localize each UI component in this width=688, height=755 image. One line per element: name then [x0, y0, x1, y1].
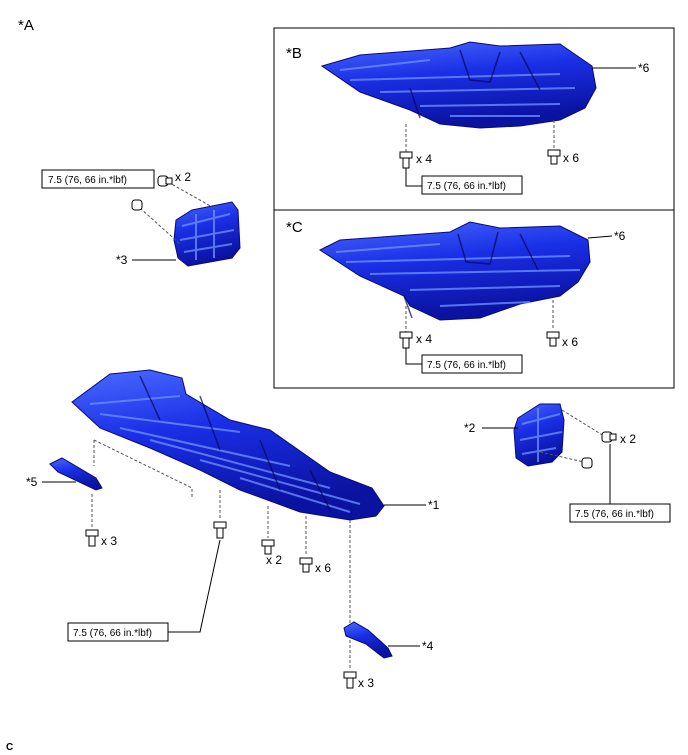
qty-center-bolts: x 6 [315, 561, 331, 575]
torque-text-c: 7.5 (76, 66 in.*lbf) [427, 360, 506, 371]
view-label-b: *B [286, 45, 302, 62]
leader-torque-1 [168, 539, 221, 633]
qty-left-bolts: x 3 [101, 534, 117, 548]
dash-2-bottom [539, 451, 585, 463]
torque-box-3 [41, 169, 155, 189]
dash-5-upper [93, 439, 193, 498]
part-2-liner [513, 403, 565, 467]
bolt-center-torque [213, 521, 227, 539]
clip-2-top [601, 431, 617, 443]
view-label-a: *A [18, 17, 34, 34]
torque-text-2: 7.5 (76, 66 in.*lbf) [575, 509, 654, 520]
qty-mid-bolts: x 2 [266, 553, 282, 567]
footer-code: C [6, 742, 13, 753]
leader-torque-c [405, 348, 422, 365]
clip-3-top [157, 175, 173, 187]
qty-upper-clip: x 2 [175, 170, 191, 184]
dash-3-left [139, 207, 181, 245]
qty-lower-bolts: x 3 [358, 676, 374, 690]
leader-6-c [587, 235, 613, 239]
part-5-bracket [49, 457, 103, 491]
torque-box-b [421, 175, 523, 195]
torque-text-3: 7.5 (76, 66 in.*lbf) [48, 175, 127, 186]
bolt-left [85, 529, 99, 547]
label-part-4: *4 [422, 639, 434, 653]
torque-box-1 [67, 622, 169, 642]
qty-c-right: x 6 [562, 335, 578, 349]
part-4-bracket [343, 621, 393, 659]
part-6-cover-b [320, 41, 597, 129]
part-1-cover [71, 369, 385, 521]
torque-text-b: 7.5 (76, 66 in.*lbf) [427, 181, 506, 192]
dash-2-top [561, 409, 605, 437]
qty-c-left: x 4 [416, 332, 432, 346]
torque-box-2 [569, 503, 671, 523]
bolt-b-right [547, 149, 561, 165]
view-label-c: *C [286, 219, 303, 236]
qty-right-clip: x 2 [620, 432, 636, 446]
part-6-cover-c [318, 221, 591, 321]
clip-2-bottom [581, 457, 593, 469]
bolt-c-right [546, 331, 560, 347]
label-part-1: *1 [428, 498, 440, 512]
label-part-5: *5 [26, 475, 38, 489]
qty-b-left: x 4 [416, 152, 432, 166]
torque-text-1: 7.5 (76, 66 in.*lbf) [73, 628, 152, 639]
torque-box-c [421, 354, 523, 374]
label-part-3: *3 [116, 253, 128, 267]
label-part-6-c: *6 [614, 229, 626, 243]
label-part-6-b: *6 [638, 61, 650, 75]
part-3-liner [173, 201, 241, 267]
dash-3-top [167, 181, 215, 209]
label-part-2: *2 [464, 421, 476, 435]
bolt-lower [343, 671, 357, 689]
qty-b-right: x 6 [563, 151, 579, 165]
leader-torque-b [405, 168, 422, 187]
bolt-center [299, 557, 313, 573]
bolt-mid [261, 539, 275, 555]
clip-3-left [131, 199, 143, 211]
